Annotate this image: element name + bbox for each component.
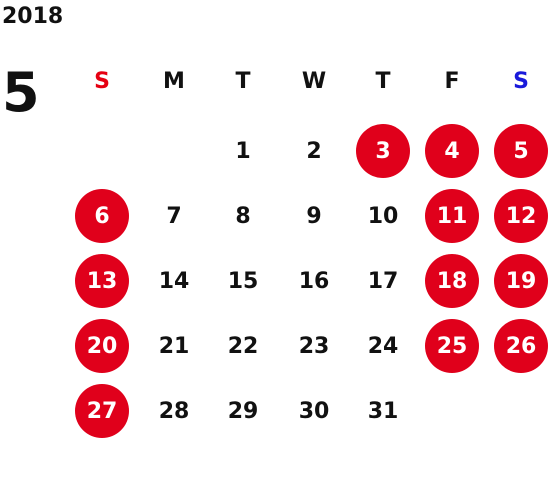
holiday-date: 18 — [425, 254, 479, 308]
holiday-date: 26 — [494, 319, 548, 373]
weekday-label: F — [444, 68, 460, 94]
holiday-date: 13 — [75, 254, 129, 308]
calendar-date: 31 — [367, 398, 399, 424]
calendar-date: 10 — [367, 203, 399, 229]
calendar-date: 23 — [298, 333, 330, 359]
holiday-date: 20 — [75, 319, 129, 373]
holiday-date: 25 — [425, 319, 479, 373]
holiday-date: 3 — [356, 124, 410, 178]
calendar-date: 21 — [158, 333, 190, 359]
calendar-date: 16 — [298, 268, 330, 294]
week-row: 27 28 29 30 31 — [0, 384, 548, 438]
calendar-date: 30 — [298, 398, 330, 424]
calendar-date: 14 — [158, 268, 190, 294]
holiday-date: 12 — [494, 189, 548, 243]
calendar-date: 29 — [227, 398, 259, 424]
calendar-date: 1 — [235, 138, 251, 164]
holiday-date: 11 — [425, 189, 479, 243]
holiday-date: 4 — [425, 124, 479, 178]
weekday-label: S — [94, 68, 110, 94]
calendar-date: 2 — [306, 138, 322, 164]
holiday-date: 27 — [75, 384, 129, 438]
week-row: 13 14 15 16 17 18 19 — [0, 254, 548, 308]
weekday-label: T — [235, 68, 251, 94]
weekday-label: M — [163, 68, 185, 94]
week-row: 6 7 8 9 10 11 12 — [0, 189, 548, 243]
calendar-date: 22 — [227, 333, 259, 359]
calendar-date: 7 — [166, 203, 182, 229]
calendar-date: 28 — [158, 398, 190, 424]
calendar-year: 2018 — [2, 4, 64, 29]
calendar-date: 17 — [367, 268, 399, 294]
calendar-date: 9 — [306, 203, 322, 229]
calendar-date: 24 — [367, 333, 399, 359]
calendar-date: 8 — [235, 203, 251, 229]
holiday-date: 19 — [494, 254, 548, 308]
holiday-date: 6 — [75, 189, 129, 243]
calendar-date: 15 — [227, 268, 259, 294]
weekday-label: T — [375, 68, 391, 94]
weekday-label: S — [513, 68, 529, 94]
week-row: 20 21 22 23 24 25 26 — [0, 319, 548, 373]
weekday-label: W — [301, 68, 327, 94]
holiday-date: 5 — [494, 124, 548, 178]
calendar-month: 5 — [2, 61, 40, 124]
